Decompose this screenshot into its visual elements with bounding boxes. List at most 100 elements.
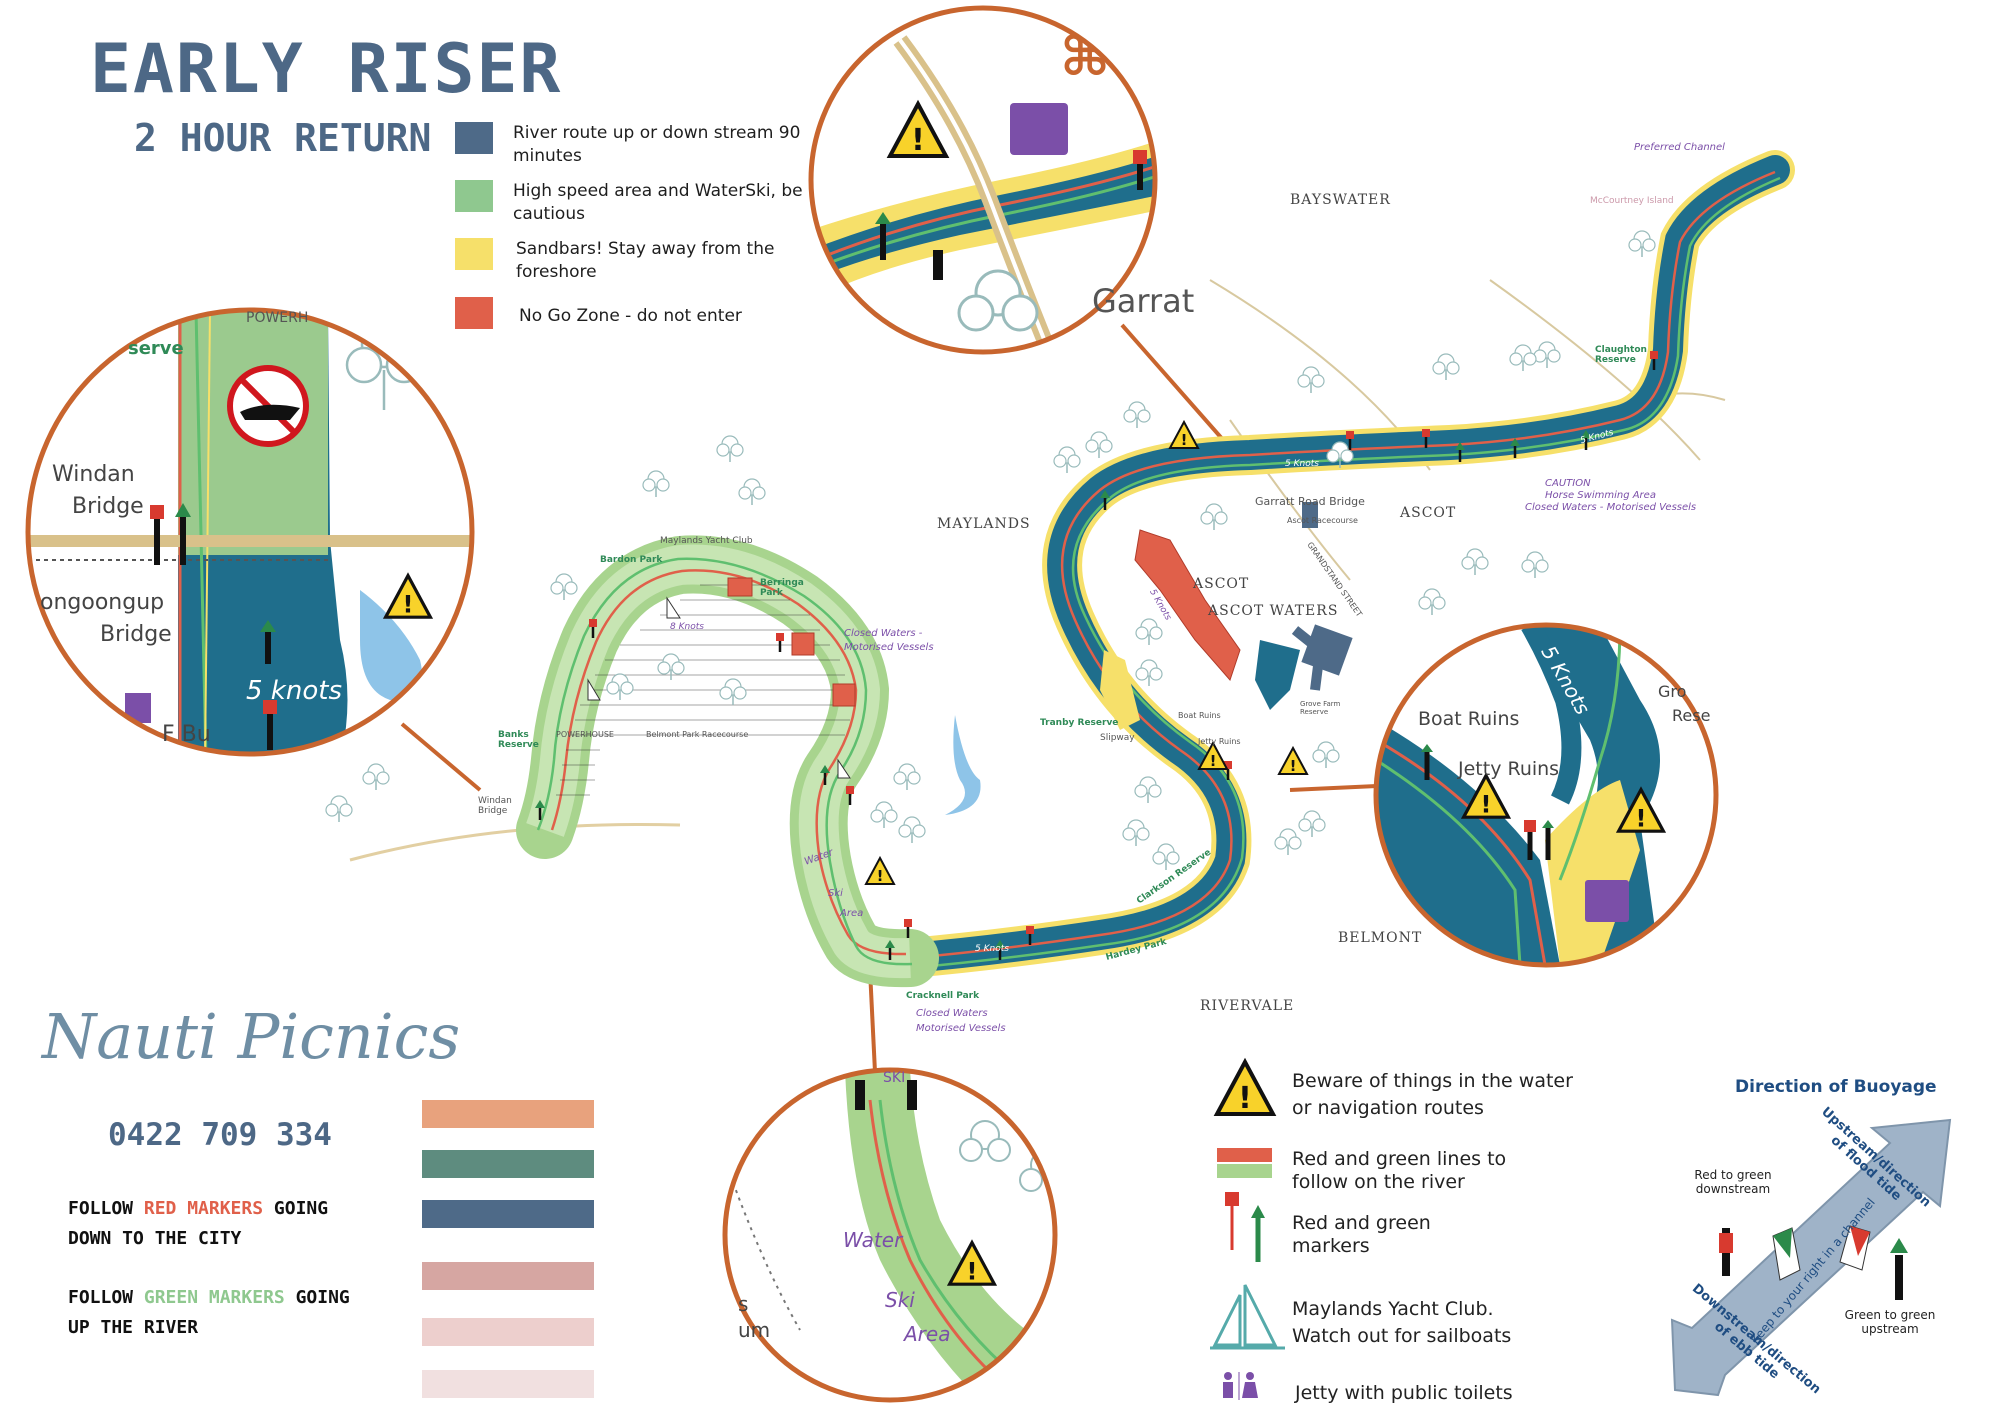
color-swatch-peach	[422, 1100, 594, 1128]
color-swatch-teal	[422, 1150, 594, 1178]
label-berringa-park: Berringa Park	[760, 578, 804, 598]
place-belmont: BELMONT	[1338, 930, 1423, 946]
legend-label: Sandbars! Stay away from the foreshore	[516, 239, 775, 282]
follow-green-line2: UP THE RIVER	[68, 1317, 199, 1338]
follow-green-pre: FOLLOW	[68, 1287, 144, 1308]
buoyage-title: Direction of Buoyage	[1735, 1077, 1937, 1097]
label-powerhouse: POWERHOUSE	[556, 730, 614, 739]
svg-text:!: !	[967, 1257, 978, 1285]
inset-right-boat-ruins: Boat Ruins	[1418, 708, 1520, 730]
follow-red-highlight: RED MARKERS	[143, 1198, 264, 1219]
place-bayswater: BAYSWATER	[1290, 192, 1391, 208]
inset-right-jetty-ruins: Jetty Ruins	[1458, 758, 1560, 780]
inset-bottom-ski: Ski	[885, 1288, 915, 1312]
svg-text:!: !	[1238, 1081, 1252, 1116]
buoyage-red-to-green-line2: downstream	[1695, 1182, 1771, 1196]
inset-right-res: Rese	[1672, 706, 1711, 725]
legend-label: River route up or down stream 90 minutes	[513, 123, 801, 166]
label-garratt-road-bridge: Garratt Road Bridge	[1255, 495, 1365, 508]
label-area: Area	[840, 908, 864, 919]
label-boat-ruins: Boat Ruins	[1178, 711, 1221, 720]
inset-bottom-water: Water	[843, 1228, 903, 1252]
key-markers-line2: markers	[1292, 1235, 1370, 1257]
follow-green-post: GOING	[284, 1287, 350, 1308]
svg-text:!: !	[403, 590, 414, 618]
svg-text:!: !	[1481, 790, 1492, 818]
inset-left-powerhouse: POWERH	[246, 310, 309, 326]
key-lines-line1: Red and green lines to	[1292, 1148, 1507, 1170]
color-swatch-pink	[422, 1318, 594, 1346]
follow-green-highlight: GREEN MARKERS	[143, 1287, 285, 1308]
inset-right-gro: Gro	[1658, 682, 1687, 701]
inset-left-goongoongup: ongoongup	[40, 590, 165, 615]
key-toilets: Jetty with public toilets	[1295, 1382, 1513, 1404]
legend-label: No Go Zone - do not enter	[519, 306, 742, 326]
key-sailboat: Maylands Yacht Club. Watch out for sailb…	[1292, 1296, 1511, 1350]
legend-swatch-red	[455, 297, 493, 329]
legend-item-high-speed: High speed area and WaterSki, be cautiou…	[455, 180, 803, 226]
label-island: McCourtney Island	[1590, 196, 1674, 206]
inset-bottom-ski-top: SKI	[883, 1070, 906, 1086]
label-speed-eight: 8 Knots	[670, 622, 704, 632]
legend-swatch-green	[455, 180, 493, 212]
color-swatch-blush	[422, 1370, 594, 1398]
label-belmont-park: Belmont Park Racecourse	[646, 730, 749, 739]
key-markers: Red and green markers	[1292, 1212, 1431, 1258]
key-markers-line1: Red and green	[1292, 1212, 1431, 1234]
svg-text:!: !	[1636, 804, 1647, 832]
label-tranby-reserve: Tranby Reserve	[1040, 718, 1119, 728]
label-closed-waters-a: Closed Waters -	[844, 628, 923, 639]
key-lines: Red and green lines to follow on the riv…	[1292, 1148, 1506, 1194]
key-warning: Beware of things in the water or navigat…	[1292, 1068, 1573, 1122]
place-ascot-waters: ASCOT WATERS	[1208, 603, 1339, 619]
label-preferred-channel: Preferred Channel	[1634, 142, 1725, 153]
legend-item-river-route: River route up or down stream 90 minutes	[455, 122, 803, 168]
inset-bottom-um: um	[738, 1318, 771, 1342]
color-swatch-blue	[422, 1200, 594, 1228]
inset-left-fbu: F Bu	[162, 722, 211, 747]
legend-label: High speed area and WaterSki, be cautiou…	[513, 181, 803, 224]
label-horse-swimming: Horse Swimming Area	[1545, 490, 1656, 501]
inset-bottom-s: s	[738, 1292, 749, 1316]
place-maylands: MAYLANDS	[937, 516, 1031, 532]
map-subtitle: 2 HOUR RETURN	[134, 116, 432, 160]
legend-item-no-go: No Go Zone - do not enter	[455, 297, 809, 329]
inset-top-garratt: Garrat	[1092, 282, 1195, 320]
label-jetty-ruins: Jetty Ruins	[1198, 737, 1241, 746]
label-closed-waters-b: Closed Waters	[916, 1008, 988, 1019]
label-windan-bridge: Windan Bridge	[478, 796, 512, 816]
legend-item-sandbars: Sandbars! Stay away from the foreshore	[455, 238, 806, 284]
inset-bottom-area: Area	[904, 1322, 951, 1346]
legend-swatch-yellow	[455, 238, 493, 270]
label-speed-garratt: 5 Knots	[1285, 459, 1319, 469]
label-ascot-racecourse: Ascot Racecourse	[1287, 516, 1358, 525]
svg-text:!: !	[911, 123, 925, 158]
place-ascot: ASCOT	[1400, 505, 1457, 521]
key-lines-line2: follow on the river	[1292, 1171, 1465, 1193]
label-cracknell-park: Cracknell Park	[906, 991, 980, 1001]
phone-number: 0422 709 334	[108, 1117, 332, 1153]
inset-top-speed: 5 k	[1166, 184, 1209, 217]
follow-red-instruction: FOLLOW RED MARKERS GOING DOWN TO THE CIT…	[68, 1194, 328, 1254]
follow-red-post: GOING	[263, 1198, 329, 1219]
label-banks-reserve: Banks Reserve	[498, 730, 539, 750]
buoyage-red-to-green: Red to green downstream	[1688, 1168, 1778, 1196]
label-ski: Ski	[828, 888, 843, 899]
label-yacht-club: Maylands Yacht Club	[660, 536, 753, 546]
inset-left-bridge: Bridge	[72, 494, 144, 519]
label-caution: CAUTION	[1545, 478, 1591, 489]
label-grove-farm: Grove Farm Reserve	[1300, 700, 1341, 716]
label-claughton-reserve: Claughton Reserve	[1595, 345, 1647, 365]
map-title: EARLY RISER	[90, 30, 563, 109]
label-speed-cracknell: 5 Knots	[975, 944, 1009, 954]
label-motorised-vessels-b: Motorised Vessels	[916, 1023, 1006, 1034]
color-swatch-rose	[422, 1262, 594, 1290]
label-motorised-vessels-a: Motorised Vessels	[844, 642, 934, 653]
key-warning-line2: or navigation routes	[1292, 1097, 1484, 1119]
legend-swatch-blue	[455, 122, 493, 154]
place-ascot: ASCOT	[1193, 576, 1250, 592]
label-bardon-park: Bardon Park	[600, 555, 663, 565]
inset-left-bridge-2: Bridge	[100, 622, 172, 647]
brand-logo: Nauti Picnics	[42, 1000, 461, 1073]
follow-red-pre: FOLLOW	[68, 1198, 144, 1219]
